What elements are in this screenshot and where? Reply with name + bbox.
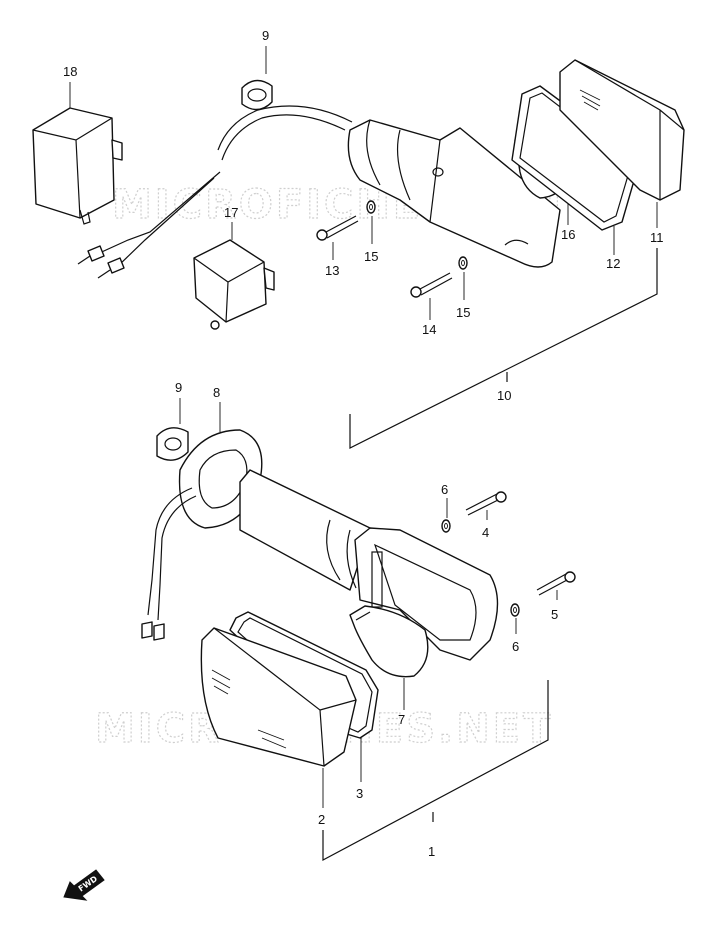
callout-13: 13 <box>325 263 339 278</box>
assembly-bracket-10 <box>349 248 658 449</box>
bulb-7 <box>349 605 429 678</box>
screw-5 <box>536 571 576 596</box>
callout-18: 18 <box>63 64 77 79</box>
callout-9-top: 9 <box>262 28 269 43</box>
assembly-bracket-1 <box>322 680 549 861</box>
lens-2 <box>200 627 357 767</box>
wire-harness-bottom <box>141 487 197 641</box>
washer-15-top <box>366 200 376 214</box>
callout-11: 11 <box>650 230 664 245</box>
callout-6-top: 6 <box>441 482 448 497</box>
callout-10: 10 <box>497 388 511 403</box>
screw-14 <box>410 272 453 298</box>
relay-unit-18 <box>32 107 123 225</box>
callout-5: 5 <box>551 607 558 622</box>
washer-15-bottom <box>458 256 468 270</box>
callout-16: 16 <box>561 227 575 242</box>
callout-2: 2 <box>318 812 325 827</box>
callout-17: 17 <box>224 205 238 220</box>
washer-6-bottom <box>510 603 520 617</box>
callout-15-top: 15 <box>364 249 378 264</box>
washer-6-top <box>441 519 451 533</box>
callout-7: 7 <box>398 712 405 727</box>
callout-4: 4 <box>482 525 489 540</box>
callout-8: 8 <box>213 385 220 400</box>
callout-14: 14 <box>422 322 436 337</box>
callout-1: 1 <box>428 844 435 859</box>
callout-12: 12 <box>606 256 620 271</box>
callout-3: 3 <box>356 786 363 801</box>
relay-unit-17 <box>193 239 275 330</box>
fwd-arrow-icon: FWD <box>63 869 105 901</box>
screw-13 <box>316 215 359 241</box>
callout-6-bottom: 6 <box>512 639 519 654</box>
grommet-9-top <box>241 79 273 111</box>
turn-signal-housing-top <box>347 119 561 268</box>
callout-9-bottom: 9 <box>175 380 182 395</box>
turn-signal-housing-bottom <box>239 469 499 661</box>
grommet-9-bottom <box>156 427 189 461</box>
callout-15-bottom: 15 <box>456 305 470 320</box>
wire-harness-top <box>77 105 353 279</box>
gasket-12 <box>511 85 641 231</box>
lens-11 <box>559 59 685 201</box>
screw-4 <box>465 491 507 516</box>
